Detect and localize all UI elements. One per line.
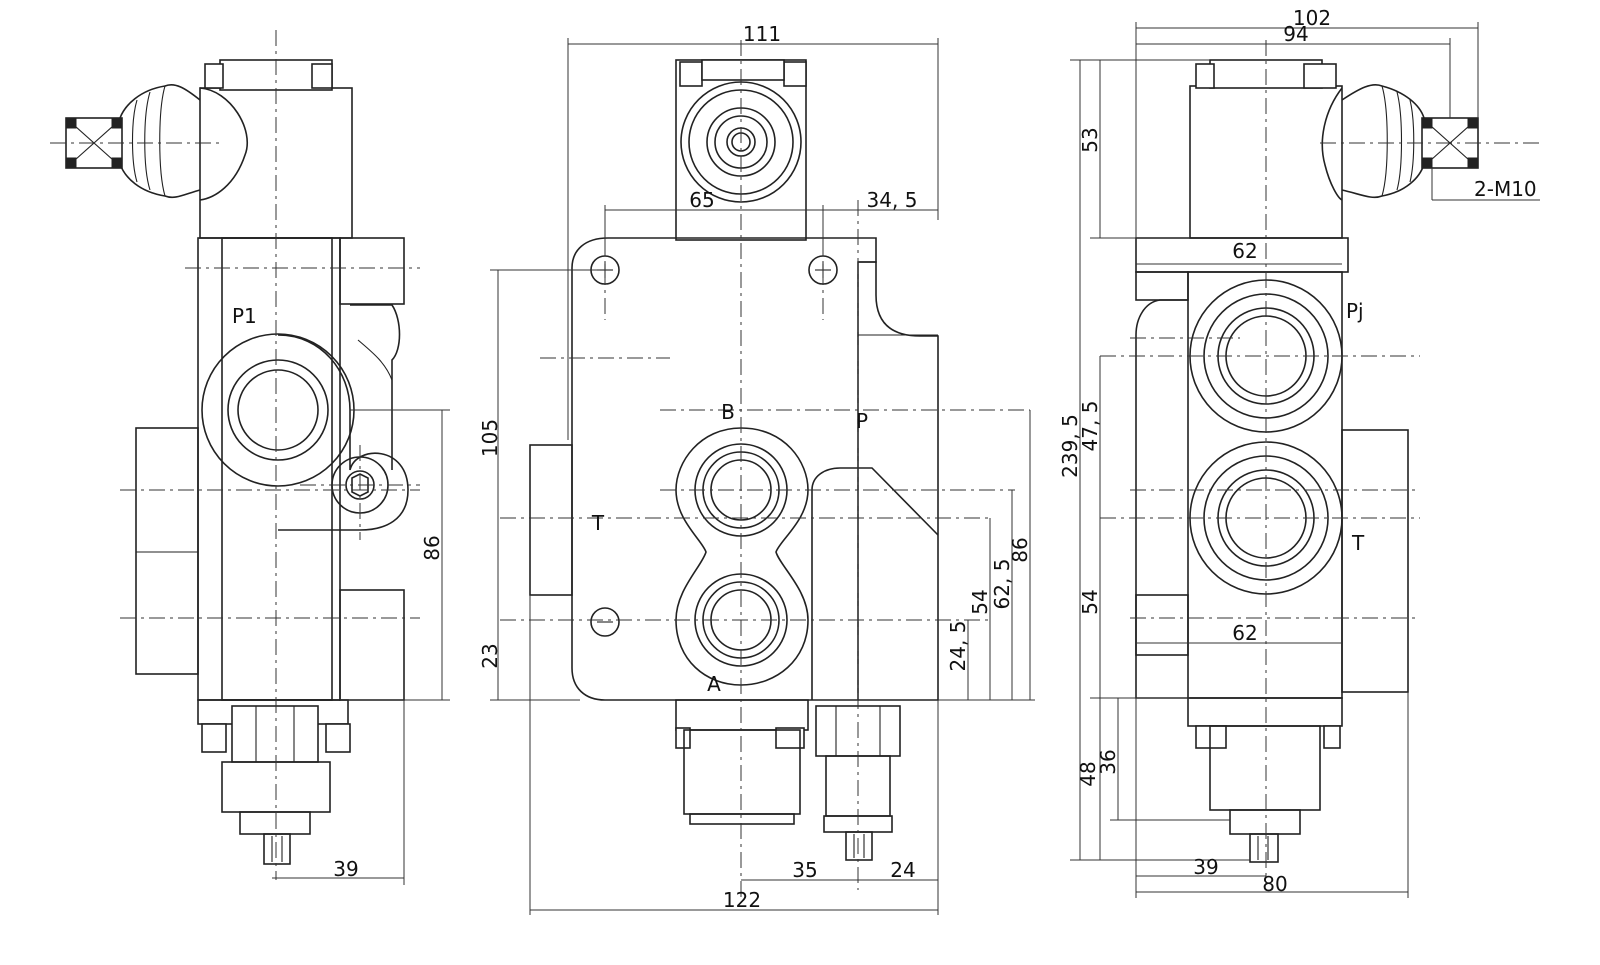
dim-width-35: 35: [792, 858, 817, 882]
dim-width-111: 111: [743, 22, 781, 46]
dim-height-62-5: 62, 5: [990, 559, 1014, 610]
port-label-p1: P1: [232, 304, 257, 328]
dim-width-34-5: 34, 5: [867, 188, 918, 212]
port-label-a: A: [707, 672, 721, 696]
port-label-p: P: [856, 409, 868, 433]
dim-width-39-right: 39: [1193, 855, 1218, 879]
dim-left-width-39: 39: [333, 857, 358, 881]
dim-height-54-right: 54: [1078, 589, 1102, 614]
dim-width-62-bottom: 62: [1232, 621, 1257, 645]
dim-width-24: 24: [890, 858, 915, 882]
port-label-t: T: [591, 511, 605, 535]
dim-height-47-5: 47, 5: [1078, 401, 1102, 452]
dim-thread-2-m10: 2-M10: [1474, 177, 1537, 201]
dim-width-80: 80: [1262, 872, 1287, 896]
dim-width-102: 102: [1293, 6, 1331, 30]
dim-width-65: 65: [689, 188, 714, 212]
right-side-view: [1070, 22, 1540, 898]
port-label-t-right: T: [1351, 531, 1365, 555]
dim-height-239-5: 239, 5: [1058, 414, 1082, 478]
front-view: [490, 38, 1035, 915]
dim-height-54: 54: [968, 589, 992, 614]
dim-width-62-top: 62: [1232, 239, 1257, 263]
dim-height-23: 23: [478, 643, 502, 668]
dim-width-94: 94: [1283, 22, 1308, 46]
dim-height-105: 105: [478, 419, 502, 457]
dim-height-53: 53: [1078, 127, 1102, 152]
dim-height-36: 36: [1096, 749, 1120, 774]
dim-width-122: 122: [723, 888, 761, 912]
dim-left-height-86: 86: [420, 535, 444, 560]
dim-height-24-5: 24, 5: [946, 621, 970, 672]
dim-height-48: 48: [1076, 761, 1100, 786]
dim-height-86: 86: [1008, 537, 1032, 562]
port-label-pj: Pj: [1346, 299, 1364, 323]
left-side-view: [50, 30, 450, 885]
port-label-b: B: [721, 400, 735, 424]
